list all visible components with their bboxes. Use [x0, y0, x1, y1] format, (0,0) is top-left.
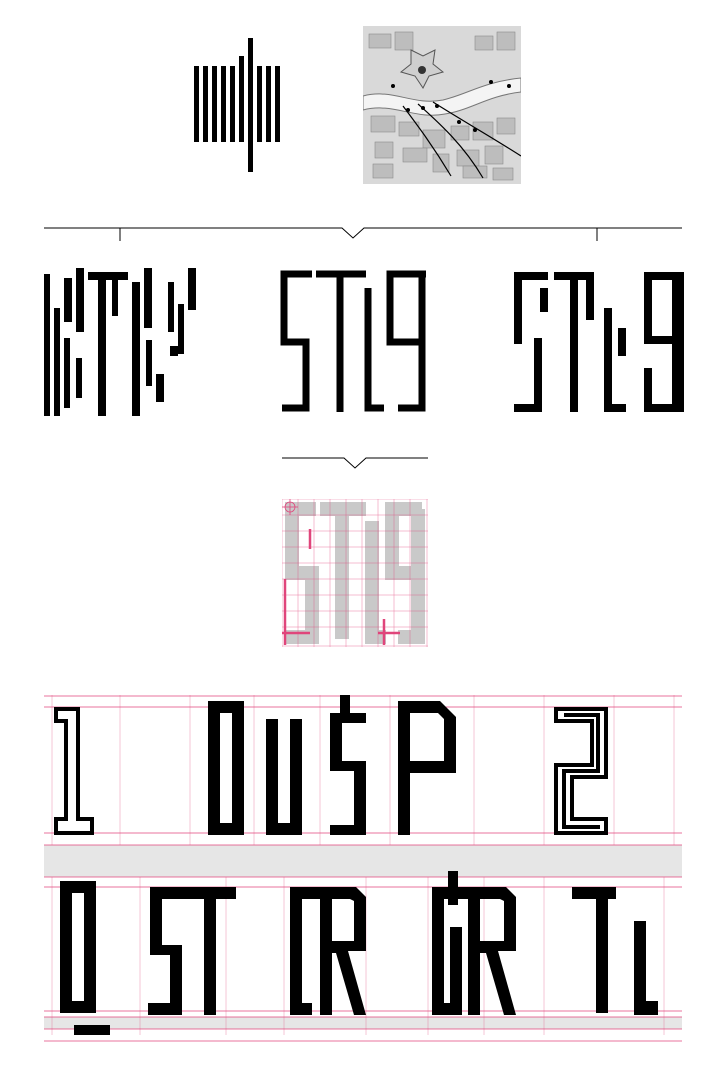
glyph-dollar — [330, 695, 366, 835]
specimen-row-1 — [54, 695, 608, 835]
map-image — [363, 26, 521, 184]
glyph-L — [634, 921, 658, 1015]
glyph-T — [184, 887, 236, 1015]
logo-mark-icon — [194, 38, 280, 172]
specimen-panel — [44, 695, 682, 1042]
glyph-1 — [54, 707, 94, 835]
specimen-row-2 — [60, 871, 658, 1035]
glyph-Q — [60, 881, 96, 1013]
variant-b-lettering — [280, 270, 426, 412]
glyph-S — [148, 887, 190, 1015]
variant-a-lettering — [44, 268, 196, 416]
glyph-C — [290, 887, 326, 1015]
glyph-2 — [554, 707, 608, 835]
merge-connector-icon — [282, 457, 428, 469]
glyph-G — [432, 871, 472, 1015]
glyph-R-2 — [468, 887, 516, 1015]
glyph-P — [398, 701, 456, 835]
glyph-O — [208, 701, 244, 835]
branch-connector-icon — [44, 227, 682, 241]
construction-grid-lettering — [282, 499, 428, 647]
glyph-U — [266, 719, 302, 835]
variant-c-lettering — [514, 272, 684, 412]
glyph-R — [320, 887, 366, 1015]
glyph-T-2 — [572, 887, 616, 1013]
